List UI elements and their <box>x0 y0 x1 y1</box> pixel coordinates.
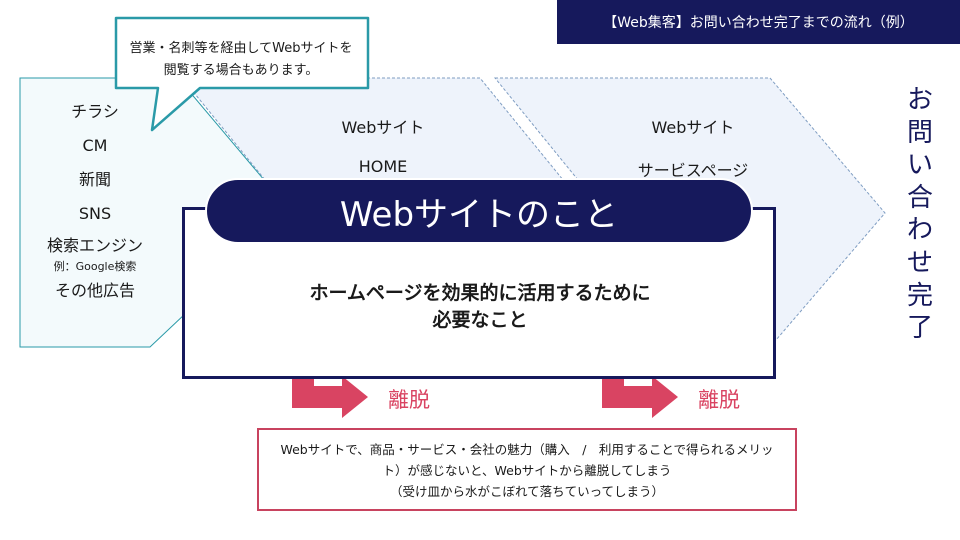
step-home-label-1: Webサイト <box>341 118 425 137</box>
channel-item-other: その他広告 <box>54 281 135 300</box>
channel-item: チラシ <box>71 102 119 121</box>
goal-char: い <box>906 150 933 181</box>
step-home-label-2: HOME <box>358 157 408 176</box>
main-title: Webサイトのこと <box>205 178 753 244</box>
exit-label-1: 離脱 <box>388 388 430 412</box>
goal-char: わ <box>906 215 933 246</box>
channel-example: 例：Google検索 <box>53 260 137 273</box>
exit-note-line-2: ト）が感じないと、Webサイトから離脱してしまう <box>382 463 672 478</box>
channel-item: CM <box>82 136 108 155</box>
channel-list: チラシ CM 新聞 SNS 検索エンジン 例：Google検索 その他広告 <box>20 95 170 309</box>
bubble-line-2: 閲覧する場合もあります。 <box>163 63 319 78</box>
exit-note-line-1: Webサイトで、商品・サービス・会社の魅力（購入 / 利用することで得られるメリ… <box>280 442 774 457</box>
channel-item: SNS <box>78 204 112 223</box>
header-badge: 【Web集客】お問い合わせ完了までの流れ（例） <box>557 0 960 44</box>
exit-note-text: Webサイトで、商品・サービス・会社の魅力（購入 / 利用することで得られるメリ… <box>260 439 794 502</box>
goal-char: 合 <box>906 182 933 213</box>
goal-char: 完 <box>906 280 933 311</box>
goal-char: 問 <box>906 117 933 148</box>
goal-char: せ <box>906 247 933 278</box>
exit-arrow-1 <box>292 368 368 418</box>
exit-note-box <box>257 428 797 511</box>
main-subtitle-line-2: 必要なこと <box>432 309 528 331</box>
goal-char: 了 <box>906 313 933 344</box>
speech-bubble <box>114 16 370 132</box>
channel-item: 新聞 <box>78 170 111 189</box>
exit-label-2: 離脱 <box>698 388 740 412</box>
bubble-line-1: 営業・名刺等を経由してWebサイトを <box>129 41 353 56</box>
main-subtitle-line-1: ホームページを効果的に活用するために <box>309 282 651 304</box>
exit-arrow-2 <box>602 368 678 418</box>
exit-note-line-3: （受け皿から水がこぼれて落ちていってしまう） <box>389 484 664 499</box>
main-subtitle: ホームページを効果的に活用するために 必要なこと <box>200 280 760 334</box>
step-service-label-2: サービスページ <box>637 161 749 180</box>
speech-bubble-text: 営業・名刺等を経由してWebサイトを 閲覧する場合もあります。 <box>116 38 366 82</box>
channel-item: 検索エンジン <box>46 236 143 255</box>
goal-vertical-label: お 問 い 合 わ せ 完 了 <box>900 84 940 345</box>
step-service-label-1: Webサイト <box>651 118 735 137</box>
goal-char: お <box>906 85 933 115</box>
